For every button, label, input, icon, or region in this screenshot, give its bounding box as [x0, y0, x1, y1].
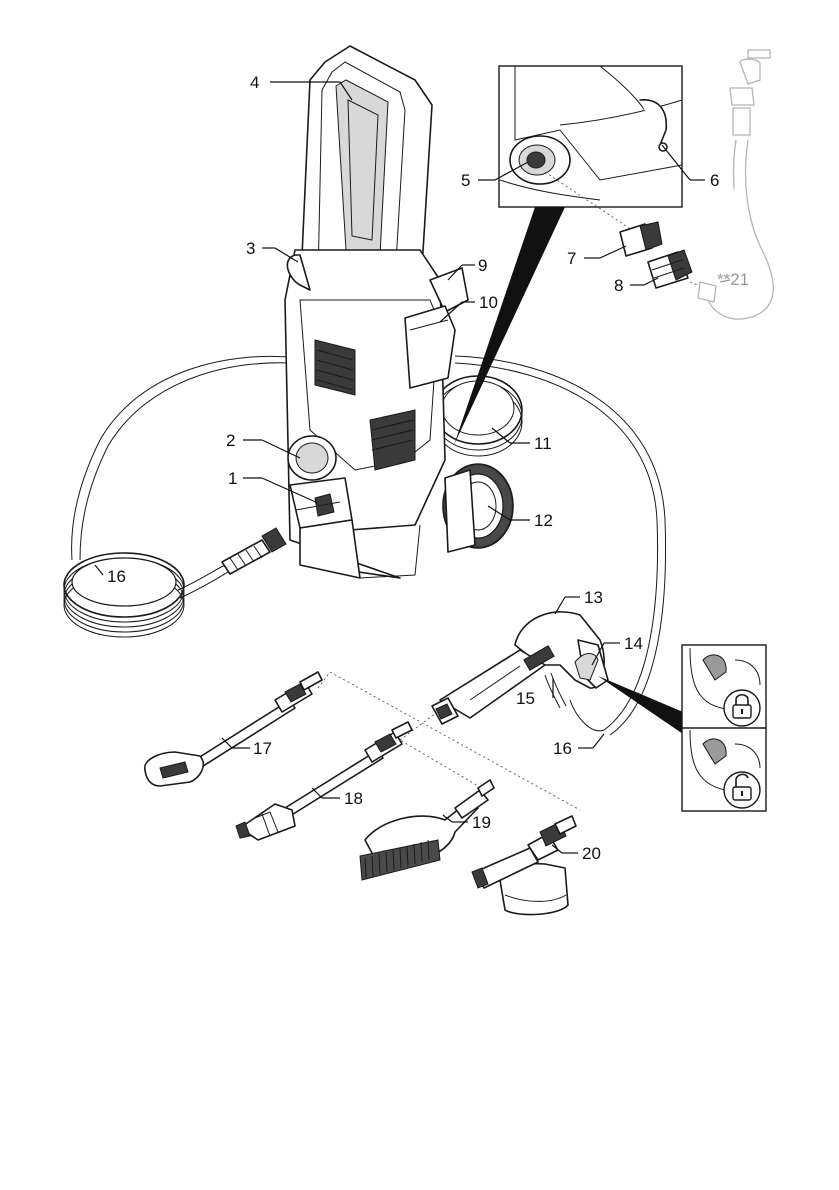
- quick-coupling: [648, 250, 692, 288]
- label-21: **21: [717, 270, 749, 289]
- label-12: 12: [534, 511, 553, 530]
- label-19: 19: [472, 813, 491, 832]
- label-18: 18: [344, 789, 363, 808]
- padlock-open-icon: [724, 772, 760, 808]
- label-15: 15: [516, 689, 535, 708]
- label-13: 13: [584, 588, 603, 607]
- main-unit: [285, 46, 468, 578]
- power-cord: [72, 356, 300, 560]
- label-8: 8: [614, 276, 623, 295]
- coupling-adapter: [620, 222, 662, 256]
- lock-pointer-wedge: [598, 676, 683, 734]
- label-16-coil: 16: [107, 567, 126, 586]
- label-3: 3: [246, 239, 255, 258]
- label-1: 1: [228, 469, 237, 488]
- spray-lance-vario: [145, 672, 322, 786]
- wheel: [443, 464, 513, 552]
- padlock-closed-icon: [724, 690, 760, 726]
- hose-connector: [222, 528, 286, 574]
- label-4: 4: [250, 73, 259, 92]
- hose-coil: [64, 553, 228, 637]
- label-20: 20: [582, 844, 601, 863]
- label-9: 9: [478, 256, 487, 275]
- label-10: 10: [479, 293, 498, 312]
- inset-connector-detail: [499, 66, 682, 207]
- label-17: 17: [253, 739, 272, 758]
- label-16-gun: 16: [553, 739, 572, 758]
- label-7: 7: [567, 249, 576, 268]
- label-5: 5: [461, 171, 470, 190]
- label-2: 2: [226, 431, 235, 450]
- label-6: 6: [710, 171, 719, 190]
- label-11: 11: [534, 434, 552, 453]
- label-14: 14: [624, 634, 643, 653]
